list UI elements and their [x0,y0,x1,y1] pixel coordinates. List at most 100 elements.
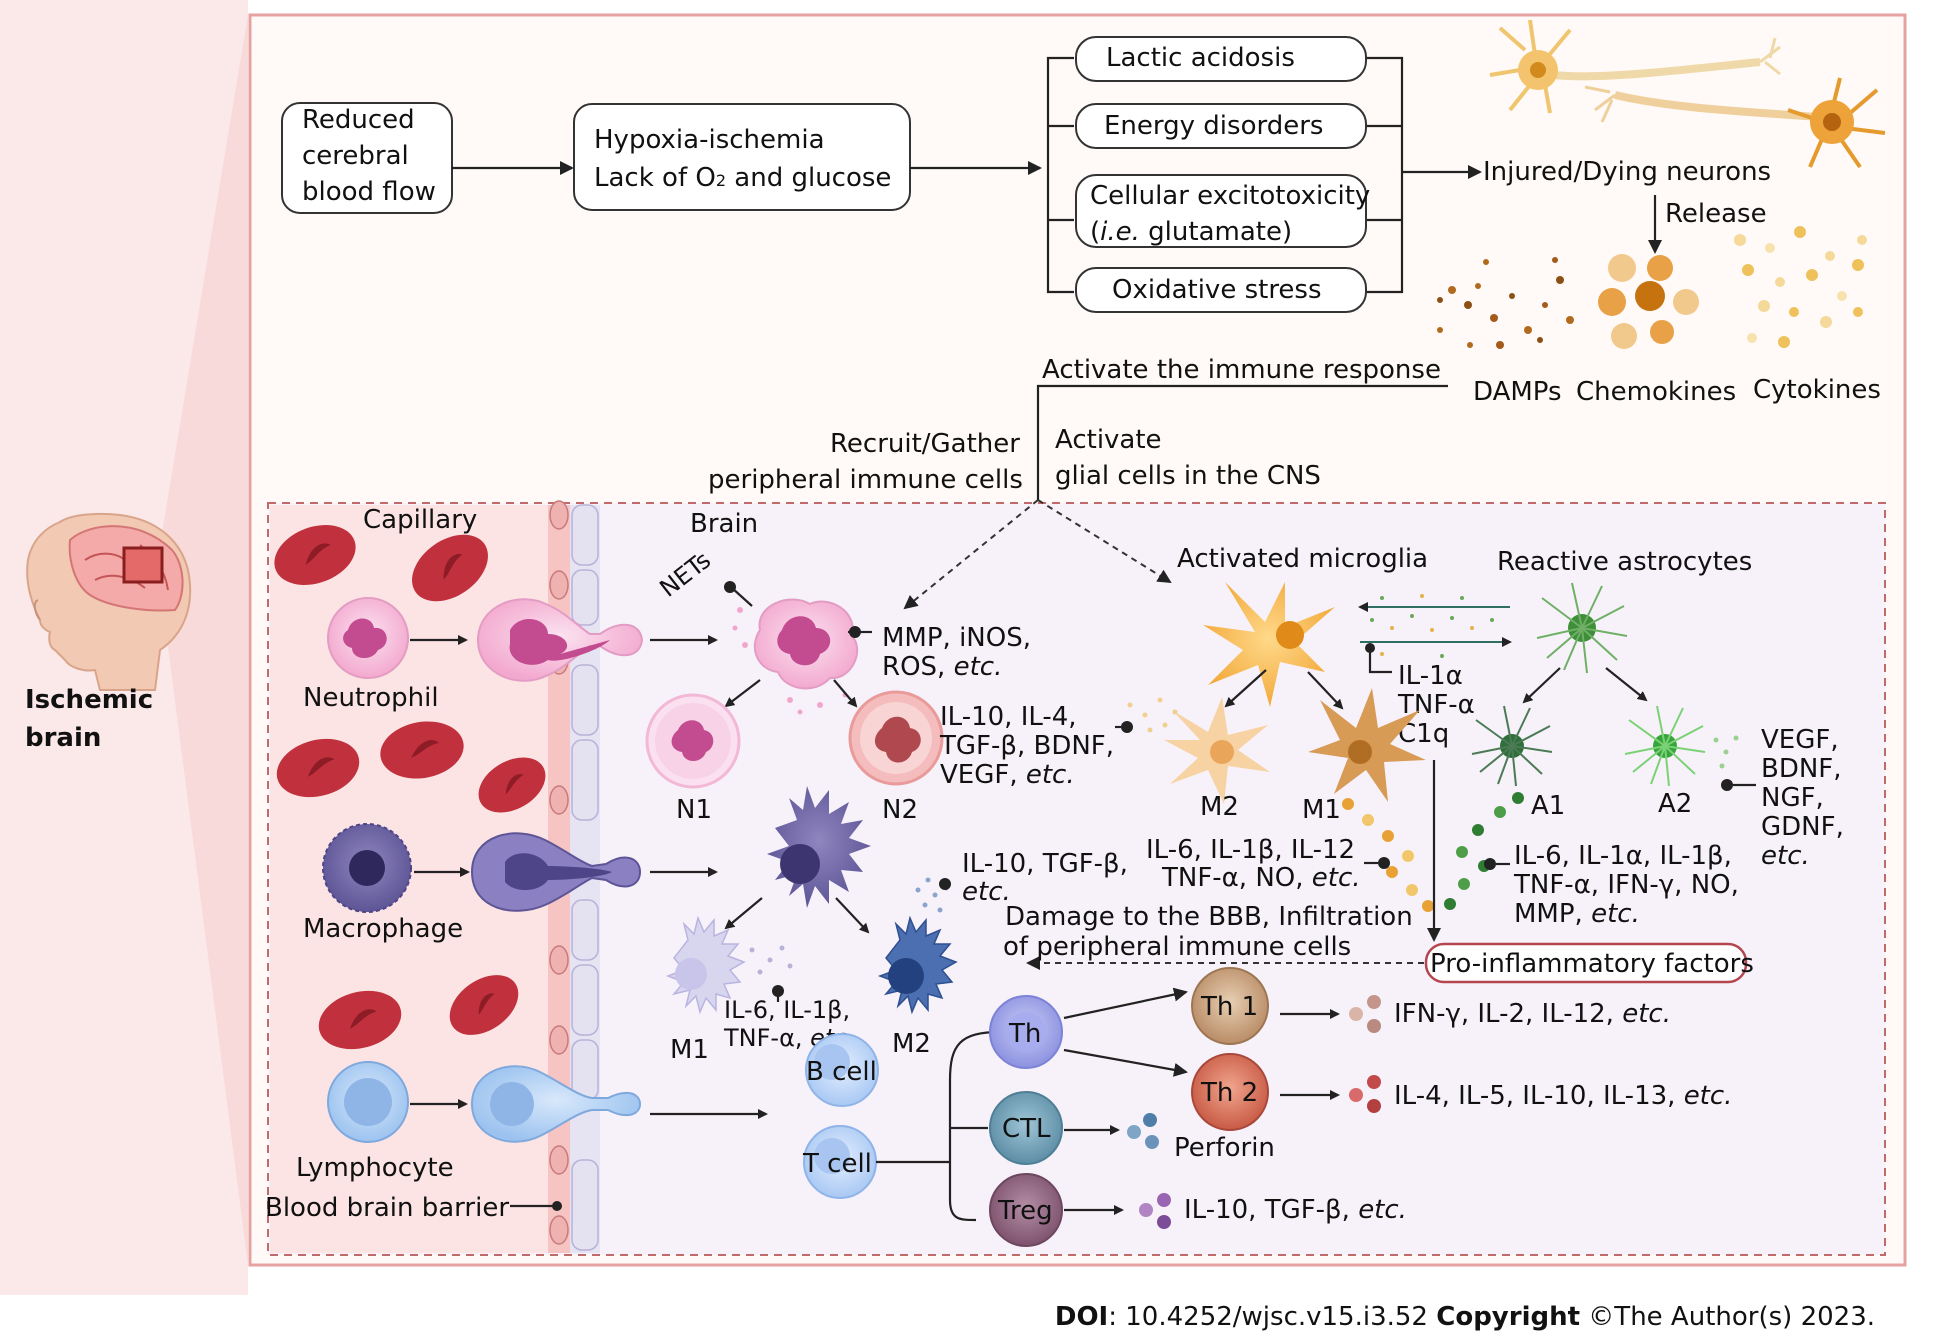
damps-label: DAMPs [1473,377,1562,407]
ctl-label: CTL [1002,1114,1051,1144]
a-pointer [1368,648,1392,674]
mac-m2-label: M2 [892,1029,931,1059]
mechanism-bracket-left [1046,56,1074,294]
chemokines-label: Chemokines [1576,377,1736,407]
th1-label: Th 1 [1200,992,1258,1022]
lymphocyte-transmigrating [470,1065,642,1143]
a1-pointer-dot [1484,858,1496,870]
n1-label: N1 [676,795,712,825]
a2-out-line4: GDNF, [1761,812,1844,842]
arrow-th-to-th2 [1063,1048,1188,1077]
cytokines-icon [1734,226,1867,348]
th2-label: Th 2 [1200,1078,1258,1108]
ischemic-brain-diagram: Ischemic brain Reduced cerebral blood fl… [0,0,1907,1295]
reduced-flow-box: Reduced cerebral blood flow [281,102,453,214]
bbb-pointer-dot [552,1201,562,1211]
perforin-icon [1127,1113,1159,1149]
n2-label: N2 [882,795,918,825]
neutrophil-label: Neutrophil [303,683,439,713]
activate-immune-label: Activate the immune response [1042,355,1441,385]
th1-secretion [1349,995,1381,1033]
exchange-particles [1370,594,1494,658]
a1-secretion [1444,792,1524,910]
footer: DOI: 10.4252/wjsc.v15.i3.52 Copyright ©T… [1055,1302,1875,1332]
lymphocyte-cell [327,1061,409,1143]
n2-line3: VEGF, etc. [940,760,1075,790]
brain-label: Brain [690,509,758,539]
t-cell-branch [876,1030,1001,1222]
perforin-label: Perforin [1174,1133,1275,1163]
hypoxia-line1: Hypoxia-ischemia [594,125,825,155]
microglia-cell [1203,582,1335,707]
treg-cell [989,1173,1063,1247]
nets-pointer-dot [724,581,736,593]
side-label-line1: Ischemic [25,685,153,715]
a1-label: A1 [1531,791,1565,821]
th-cell [989,995,1063,1069]
macrophage-transmigrating [470,832,642,912]
arrow-astro-to-a2 [1605,667,1648,702]
red-blood-cells [274,525,546,1050]
a-line1: IL-1α [1398,661,1463,691]
a1-out-line1: IL-6, IL-1α, IL-1β, [1514,841,1732,871]
reduced-flow-line3: blood flow [302,177,436,207]
astro-label: Reactive astrocytes [1497,547,1752,577]
neuron-icon [1489,19,1886,169]
th-label: Th [1008,1019,1041,1049]
mmp-line2: ROS, etc. [882,652,1002,682]
treg-output: IL-10, TGF-β, etc. [1184,1195,1407,1225]
mg-m1-pointer-dot [1378,857,1390,869]
th1-cell [1191,967,1269,1045]
mechanism-excito-line1: Cellular excitotoxicity [1090,181,1370,211]
mac-m2-cell [877,915,958,1015]
a1-out-line3: MMP, etc. [1514,899,1640,929]
zoom-wedge [160,15,248,1265]
mac-m1-line1: IL-6, IL-1β, [724,996,850,1024]
n1-cell [645,693,741,789]
a2-out-line5: etc. [1761,841,1810,871]
nets-pointer [731,587,753,607]
release-label: Release [1665,199,1767,229]
th2-output: IL-4, IL-5, IL-10, IL-13, etc. [1394,1081,1732,1111]
arrow-to-mac-m1 [724,897,763,930]
treg-secretion [1139,1193,1171,1229]
neutrophil-transmigrating [476,598,644,682]
bbb-label: Blood brain barrier [265,1193,509,1223]
neutrophil-cell [327,597,409,679]
recruit-line2: peripheral immune cells [708,465,1023,495]
mac-m2-pointer-dot [939,878,951,890]
arrow-glial-dashed [1037,499,1172,584]
a2-out-line3: NGF, [1761,783,1824,813]
mg-m2-label: M2 [1200,792,1239,822]
side-label-line2: brain [25,723,101,753]
recruit-line1: Recruit/Gather [830,429,1020,459]
a2-astrocyte [1624,705,1739,787]
damage-line2: of peripheral immune cells [1003,932,1351,962]
lesion-box [122,546,164,584]
microglia-label: Activated microglia [1177,544,1428,574]
lymphocyte-label: Lymphocyte [296,1153,454,1183]
immune-response-connector [1036,384,1448,500]
arrow-mg-to-m2 [1224,669,1267,708]
mac-m2-line1: IL-10, TGF-β, [962,849,1128,879]
arrow-th-to-th1 [1063,987,1188,1020]
mac-m2-line2: etc. [962,877,1011,907]
a2-label: A2 [1658,789,1692,819]
arrow-mg-to-m1 [1307,671,1344,710]
arrow-to-mac-m2 [835,897,870,934]
pro-inflam-label: Pro-inflammatory factors [1430,949,1754,979]
mechanism-lactic: Lactic acidosis [1106,43,1295,73]
macrophage-label: Macrophage [303,914,463,944]
mechanism-energy-box: Energy disorders [1075,103,1367,149]
ctl-cell [989,1091,1063,1165]
mechanism-excito-line2: (i.e. glutamate) [1090,217,1292,247]
th2-secretion [1349,1075,1381,1113]
mac-m1-secretion [749,945,793,975]
mmp-line1: MMP, iNOS, [882,623,1031,653]
n2-pointer-dot [1121,721,1133,733]
n2-cell [848,690,944,786]
mg-m1-out-line2: TNF-α, NO, etc. [1161,863,1361,893]
mechanism-energy: Energy disorders [1104,111,1323,141]
a2-out-line1: VEGF, [1761,725,1839,755]
arrow-to-n2 [833,679,858,708]
